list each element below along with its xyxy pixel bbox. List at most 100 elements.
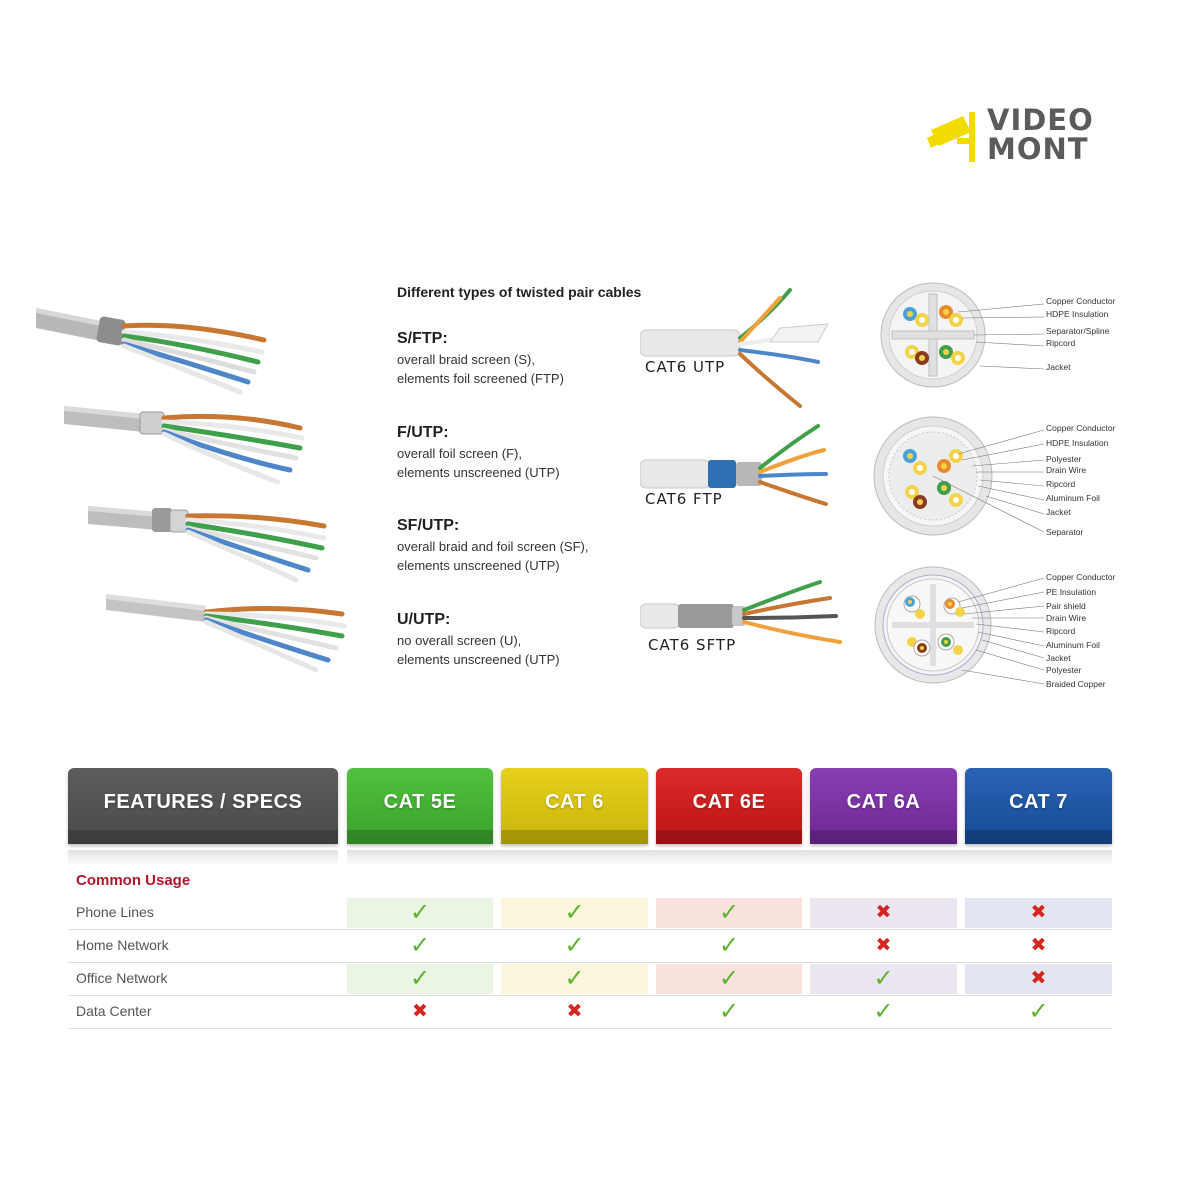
xsec-label: Aluminum Foil (1046, 640, 1100, 650)
table-cell: ✖ (810, 898, 957, 928)
cable-label-sftp: CAT6 SFTP (648, 636, 737, 654)
check-icon: ✓ (718, 899, 740, 926)
table-cell: ✖ (347, 997, 493, 1027)
table-cell: ✖ (810, 931, 957, 961)
xsec-label: Copper Conductor (1046, 423, 1116, 433)
row-divider (68, 962, 1112, 963)
check-icon: ✓ (564, 899, 585, 926)
column-header-label: CAT 5E (383, 790, 457, 813)
type-name: S/FTP: (397, 330, 448, 347)
xsec-label: Aluminum Foil (1046, 493, 1100, 503)
column-header-cat6: CAT 6 (501, 768, 648, 844)
cross-icon: ✖ (1030, 935, 1047, 956)
type-name: SF/UTP: (397, 517, 460, 534)
cross-icon: ✖ (1030, 968, 1047, 989)
cable-photo-utp (106, 594, 347, 673)
xsec-label: HDPE Insulation (1046, 309, 1109, 319)
row-label: Office Network (76, 970, 168, 986)
header-shadow (68, 850, 338, 864)
row-divider (68, 1028, 1112, 1029)
xsec-label: PE Insulation (1046, 587, 1097, 597)
check-icon: ✓ (409, 899, 431, 926)
cat6-sftp-photo (640, 580, 842, 644)
logo-wordmark: VIDEO MONT (987, 106, 1094, 164)
type-description: elements foil screened (FTP) (397, 371, 564, 386)
diagram-heading: Different types of twisted pair cables (397, 284, 642, 300)
check-icon: ✓ (409, 932, 431, 959)
table-cell: ✓ (810, 997, 957, 1027)
cross-icon: ✖ (875, 935, 892, 956)
column-header-cat5e: CAT 5E (347, 768, 493, 844)
table-cell: ✓ (965, 997, 1112, 1027)
table-cell: ✓ (501, 931, 648, 961)
xsec-label: Polyester (1046, 454, 1082, 464)
xsec-label: Pair shield (1046, 601, 1086, 611)
row-label: Home Network (76, 937, 169, 953)
type-description: overall foil screen (F), (397, 446, 522, 461)
column-header-cat6e: CAT 6E (656, 768, 802, 844)
type-description: overall braid screen (S), (397, 352, 535, 367)
xsec-label: Separator/Spline (1046, 326, 1110, 336)
xsec-label: Polyester (1046, 665, 1082, 675)
table-cell: ✓ (347, 898, 493, 928)
section-title-common-usage: Common Usage (76, 872, 191, 889)
table-cell: ✓ (501, 964, 648, 994)
row-label: Phone Lines (76, 904, 154, 920)
type-description: elements unscreened (UTP) (397, 652, 560, 667)
column-header-cat6a: CAT 6A (810, 768, 957, 844)
table-cell: ✖ (501, 997, 648, 1027)
xsec-label: Drain Wire (1046, 613, 1087, 623)
xsec-label: Jacket (1046, 362, 1071, 372)
xsec-label: Braided Copper (1046, 679, 1106, 689)
check-icon: ✓ (873, 965, 894, 992)
cross-section-ftp (873, 416, 1045, 536)
xsec-label: Separator (1046, 527, 1084, 537)
type-block-sfutp: SF/UTP: overall braid and foil screen (S… (397, 517, 627, 575)
xsec-label: Ripcord (1046, 479, 1076, 489)
cable-photo-sfutp (88, 506, 327, 583)
table-cell: ✓ (656, 964, 802, 994)
cable-label-utp: CAT6 UTP (645, 358, 726, 376)
cable-label-ftp: CAT6 FTP (645, 490, 723, 508)
table-cell: ✖ (965, 964, 1112, 994)
type-description: elements unscreened (UTP) (397, 558, 560, 573)
check-icon: ✓ (873, 998, 894, 1025)
table-cell: ✖ (965, 931, 1112, 961)
cross-icon: ✖ (566, 1001, 583, 1022)
table-cell: ✓ (347, 964, 493, 994)
table-cell: ✓ (501, 898, 648, 928)
row-label: Data Center (76, 1003, 152, 1019)
row-divider (68, 995, 1112, 996)
features-specs-header: FEATURES / SPECS (68, 768, 338, 844)
videomont-logo: VIDEO MONT (925, 106, 1115, 168)
cat6-utp-photo (640, 288, 829, 408)
cat6-ftp-photo (640, 424, 828, 506)
cable-photo-futp (64, 406, 305, 485)
column-header-label: CAT 6 (545, 790, 604, 813)
cross-icon: ✖ (875, 902, 892, 923)
table-cell: ✓ (810, 964, 957, 994)
xsec-label: Jacket (1046, 507, 1071, 517)
column-header-label: CAT 7 (1009, 790, 1068, 813)
xsec-label: HDPE Insulation (1046, 438, 1109, 448)
xsec-label: Copper Conductor (1046, 572, 1116, 582)
cross-section-utp (880, 282, 1045, 388)
table-cell: ✓ (656, 931, 802, 961)
type-block-uutp: U/UTP: no overall screen (U), elements u… (397, 611, 627, 669)
xsec-label: Jacket (1046, 653, 1071, 663)
check-icon: ✓ (1028, 998, 1049, 1025)
column-header-label: CAT 6E (692, 790, 766, 813)
check-icon: ✓ (564, 965, 585, 992)
type-description: no overall screen (U), (397, 633, 522, 648)
table-cell: ✖ (965, 898, 1112, 928)
column-header-label: CAT 6A (846, 790, 921, 813)
cctv-camera-icon (927, 112, 975, 162)
xsec-label: Drain Wire (1046, 465, 1087, 475)
xsec-label: Ripcord (1046, 338, 1076, 348)
header-shadow (347, 850, 1112, 864)
logo-line-2: MONT (987, 132, 1089, 166)
type-description: elements unscreened (UTP) (397, 465, 560, 480)
check-icon: ✓ (718, 932, 740, 959)
type-block-futp: F/UTP: overall foil screen (F), elements… (397, 424, 627, 482)
xsec-label: Copper Conductor (1046, 296, 1116, 306)
